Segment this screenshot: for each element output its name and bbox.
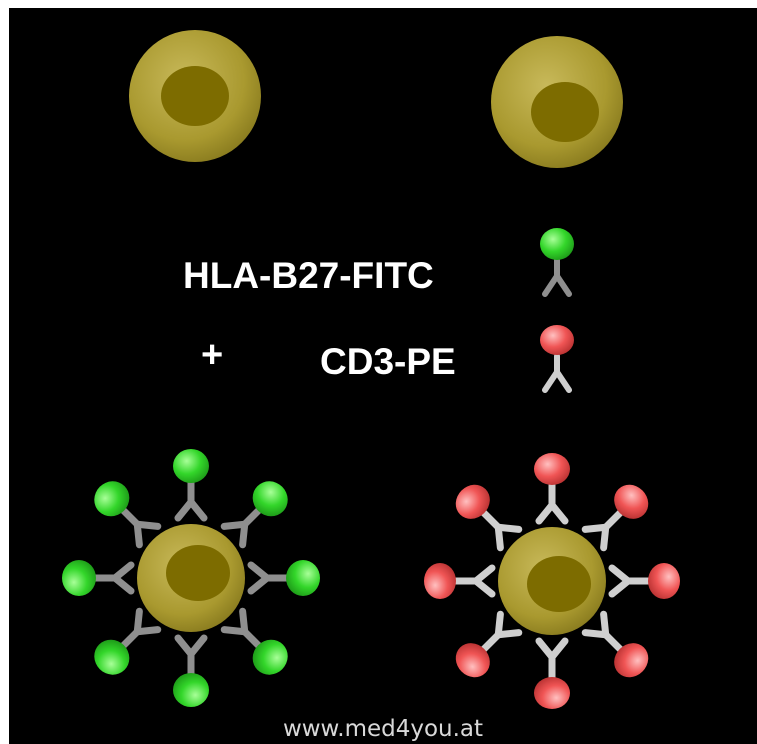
cell-labeled-fitc [62, 449, 320, 707]
label-pe: CD3-PE [320, 341, 456, 382]
cell-top-right [491, 36, 623, 168]
diagram-panel: HLA-B27-FITC CD3-PE + [9, 8, 757, 744]
cell-top-left [129, 30, 261, 162]
watermark: www.med4you.at [283, 716, 483, 742]
cell-labeled-pe [424, 453, 680, 709]
legend-antibody-fitc [540, 228, 574, 297]
legend-antibody-pe [540, 325, 574, 393]
diagram-svg: HLA-B27-FITC CD3-PE + [9, 30, 757, 742]
plus-sign: + [201, 334, 223, 376]
label-fitc: HLA-B27-FITC [183, 255, 434, 296]
